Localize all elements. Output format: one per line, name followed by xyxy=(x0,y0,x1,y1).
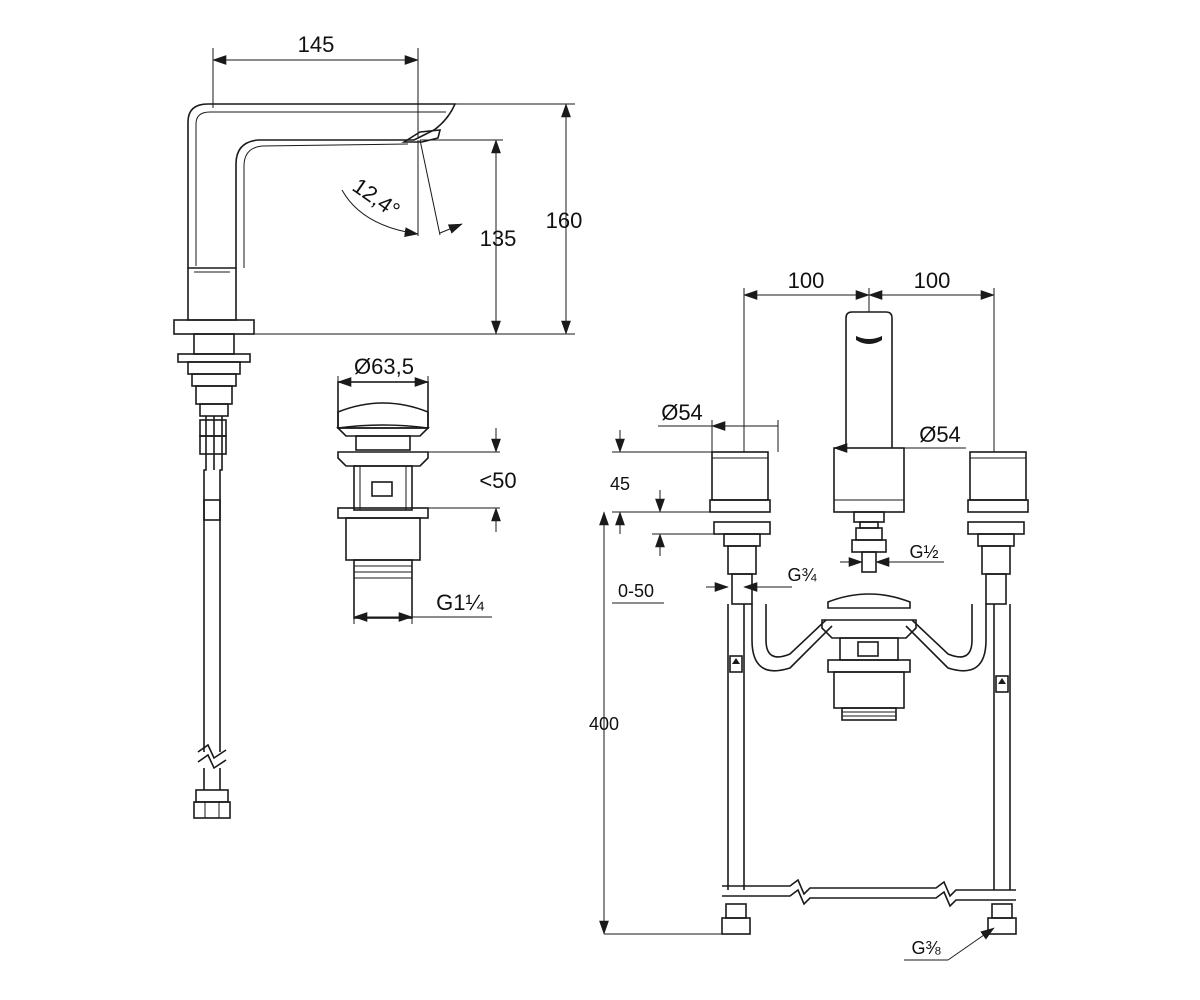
dim-spout-thread: G½ xyxy=(909,542,938,562)
side-view-dimensions xyxy=(212,48,575,335)
dim-handle-diameter: Ø54 xyxy=(661,400,703,425)
popup-waste xyxy=(336,381,430,619)
dim-spacing-left: 100 xyxy=(788,268,825,293)
dim-spout-reach: 145 xyxy=(298,32,335,57)
front-view-dimensions xyxy=(599,288,995,961)
dim-deck-thickness: 0-50 xyxy=(618,581,654,601)
front-view-faucet xyxy=(709,311,1029,935)
dim-waste-lift: <50 xyxy=(479,468,516,493)
dim-spacing-right: 100 xyxy=(914,268,951,293)
waste-dimensions xyxy=(337,376,501,624)
dim-waste-diameter: Ø63,5 xyxy=(354,354,414,379)
dim-handle-thread: G¾ xyxy=(787,565,817,585)
dim-hose-thread: G⅜ xyxy=(911,938,941,958)
dim-handle-height: 45 xyxy=(610,474,630,494)
dim-spout-height: 160 xyxy=(546,208,583,233)
side-view-faucet xyxy=(173,103,457,819)
dim-spout-angle: 12,4° xyxy=(348,173,405,223)
dim-waste-thread: G1¼ xyxy=(436,590,484,615)
dim-supply-length: 400 xyxy=(589,714,619,734)
dim-spout-diameter: Ø54 xyxy=(919,422,961,447)
dim-outlet-height: 135 xyxy=(480,226,517,251)
